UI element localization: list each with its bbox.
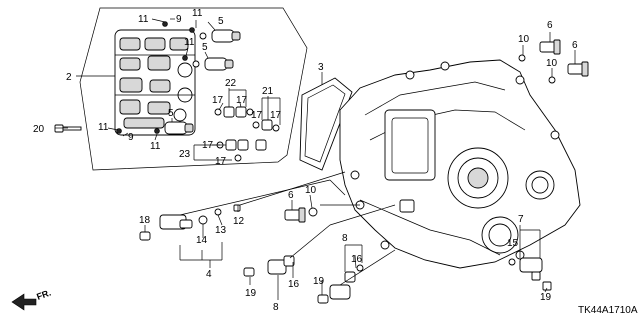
callout-17: 17 [236,95,248,106]
callout-16: 16 [351,254,363,265]
ball-11-a [162,21,168,27]
o-ring-set-21 [252,119,280,132]
callout-16: 16 [288,279,300,290]
sensor-6-center [284,207,318,223]
callout-20: 20 [33,124,45,135]
transmission-case [339,59,581,269]
solenoid-upper [199,29,241,43]
callout-18: 18 [139,215,151,226]
callout-5: 5 [218,16,224,27]
sensor-assembly-8 [243,255,364,304]
callout-11: 11 [184,37,195,48]
diagram-code: TK44A1710A [578,305,638,316]
callout-11: 11 [150,141,161,152]
callout-10: 10 [305,185,317,196]
callout-17: 17 [212,95,224,106]
callout-labels: 11 9 11 5 11 5 22 17 17 21 17 17 2 20 11… [33,8,578,313]
callout-6: 6 [547,20,553,31]
callout-11: 11 [98,122,109,133]
sensor-assembly-4 [139,204,241,241]
callout-13: 13 [215,225,227,236]
ball-11-c [154,128,160,134]
o-ring-set-23 [216,139,267,162]
solenoid-middle [192,57,234,71]
callout-19: 19 [313,276,325,287]
callout-17: 17 [202,140,214,151]
callout-21: 21 [262,86,274,97]
callout-8: 8 [342,233,348,244]
callout-8: 8 [273,302,279,313]
callout-4: 4 [206,269,212,280]
callout-9: 9 [128,132,134,143]
ball-11-b [116,128,122,134]
valve-body-group-frame [79,7,308,171]
callout-2: 2 [66,72,72,83]
callout-23: 23 [179,149,191,160]
callout-17: 17 [251,110,263,121]
front-direction-arrow: FR. [11,288,52,311]
callout-11: 11 [192,8,203,19]
valve-body [114,29,196,136]
o-ring-set-22 [214,106,254,118]
callout-17: 17 [215,156,227,167]
solenoid-lower [164,121,194,135]
ball-11-e [182,55,188,61]
callout-5: 5 [202,42,208,53]
callout-14: 14 [196,235,208,246]
callout-10: 10 [518,34,530,45]
sensor-6-lower [548,61,589,84]
callout-15: 15 [507,238,519,249]
sensor-assembly-7 [508,257,552,291]
callout-5: 5 [168,108,174,119]
ball-11-d [189,27,195,33]
callout-12: 12 [233,216,245,227]
callout-19: 19 [540,292,552,303]
callout-3: 3 [318,62,324,73]
callout-11: 11 [138,14,149,25]
front-direction-label: FR. [35,288,52,302]
callout-19: 19 [245,288,257,299]
callout-7: 7 [518,214,524,225]
gasket-3 [299,77,353,171]
bolt-20 [54,124,82,133]
sensor-6-upper [518,39,561,62]
callout-10: 10 [546,58,558,69]
callout-9: 9 [176,14,182,25]
leader-lines [55,18,576,300]
callout-6: 6 [572,40,578,51]
callout-22: 22 [225,78,237,89]
callout-17: 17 [270,110,282,121]
callout-6: 6 [288,190,294,201]
